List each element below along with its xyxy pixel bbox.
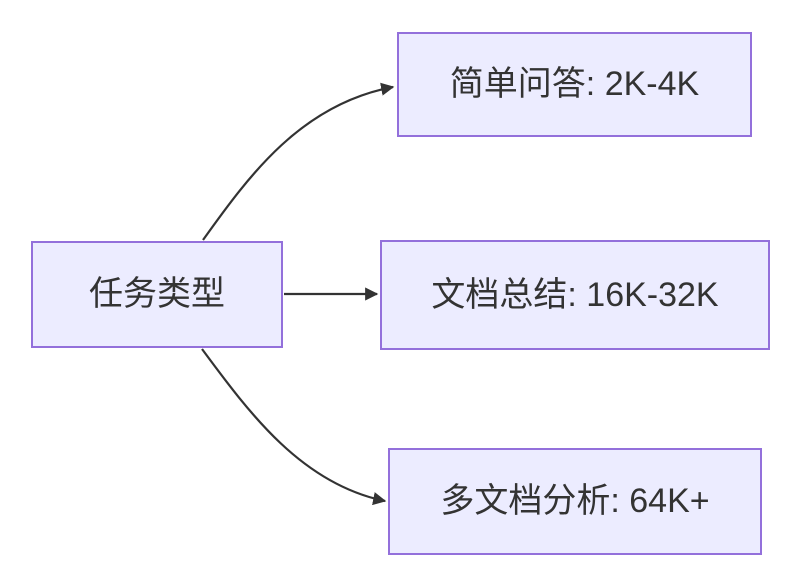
node-multidoc-analysis: 多文档分析: 64K+ xyxy=(388,448,762,555)
node-simple-qa-label: 简单问答: 2K-4K xyxy=(449,65,700,104)
edge-task-type-to-multidoc-analysis xyxy=(201,348,387,506)
node-task-type-label: 任务类型 xyxy=(89,275,225,314)
node-task-type: 任务类型 xyxy=(31,241,283,348)
node-simple-qa: 简单问答: 2K-4K xyxy=(397,32,752,137)
node-doc-summary: 文档总结: 16K-32K xyxy=(380,240,770,350)
node-doc-summary-label: 文档总结: 16K-32K xyxy=(431,275,719,314)
edge-task-type-to-simple-qa xyxy=(202,82,395,241)
node-multidoc-analysis-label: 多文档分析: 64K+ xyxy=(440,482,710,521)
